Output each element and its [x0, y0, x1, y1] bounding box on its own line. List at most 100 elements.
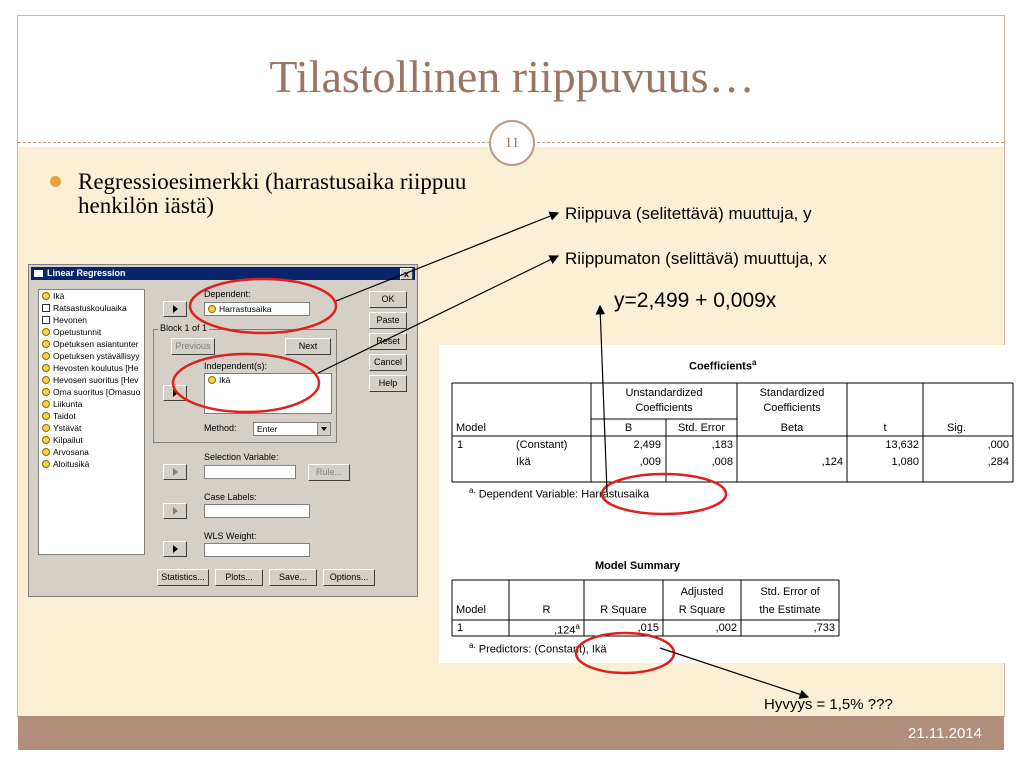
variable-item[interactable]: Hevosten koulutus [He	[39, 362, 144, 374]
slide-date: 21.11.2014	[908, 725, 982, 742]
statistics-button[interactable]: Statistics...	[157, 569, 209, 586]
coef-cell-t: 1,080	[891, 456, 919, 468]
coef-cell-b: 2,499	[633, 439, 661, 451]
independent-note: Riippumaton (selittävä) muuttuja, x	[565, 249, 827, 268]
variable-item[interactable]: Ratsastuskoulu​aika	[39, 302, 144, 314]
variable-item[interactable]: Hevosen suoritus [Hev	[39, 374, 144, 386]
variable-item[interactable]: Ystävät	[39, 422, 144, 434]
coef-cell-beta: ,124	[821, 456, 843, 468]
ms-cell-adj: ,002	[715, 622, 737, 634]
variable-label: Hevosen suoritus [Hev	[53, 375, 139, 385]
page-number-badge: 11	[489, 120, 535, 166]
coef-cell-b: ,009	[639, 456, 661, 468]
scale-variable-icon	[42, 424, 50, 432]
bullet-text: Regressioesimerkki (harrastusaika riippu…	[78, 169, 467, 218]
variable-item[interactable]: Taidot	[39, 410, 144, 422]
variable-item[interactable]: Kilpailut	[39, 434, 144, 446]
coef-cell-sig: ,284	[987, 456, 1009, 468]
plots-button[interactable]: Plots...	[215, 569, 263, 586]
variable-label: Hevosten koulutus [He	[53, 363, 139, 373]
wls-weight-field[interactable]	[204, 543, 310, 557]
move-to-wls-arrow-icon[interactable]	[163, 541, 187, 557]
dependent-field[interactable]: Harrastusaika	[204, 302, 310, 316]
ms-cell-model: 1	[457, 622, 464, 634]
coef-cell-se: ,183	[711, 439, 733, 451]
coef-header-beta: Beta	[780, 422, 804, 434]
scale-variable-icon	[42, 436, 50, 444]
scale-variable-icon	[42, 292, 50, 300]
dialog-titlebar: Linear Regression x	[31, 267, 415, 280]
ms-header-adj-2: R Square	[678, 604, 726, 616]
method-label: Method:	[204, 423, 237, 433]
coef-cell-t: 13,632	[885, 439, 919, 451]
coef-header-unstd-1: Unstandardized	[625, 387, 703, 399]
variable-item[interactable]: Opetuksen asiantunter	[39, 338, 144, 350]
variable-label: Opetuksen asiantunter	[53, 339, 139, 349]
move-to-independent-arrow-icon[interactable]	[163, 385, 187, 401]
method-value: Enter	[257, 424, 278, 434]
paste-button[interactable]: Paste	[369, 312, 407, 329]
coef-header-t: t	[883, 422, 887, 434]
slide-title: Tilastollinen riippuvuus…	[269, 51, 755, 102]
cancel-button[interactable]: Cancel	[369, 354, 407, 371]
ok-button[interactable]: OK	[369, 291, 407, 308]
nominal-variable-icon	[42, 316, 50, 324]
scale-variable-icon	[208, 305, 216, 313]
variable-item[interactable]: Opetustunnit	[39, 326, 144, 338]
variable-item[interactable]: Aloitusikä	[39, 458, 144, 470]
model-summary-footnote: a. Predictors: (Constant), Ikä	[469, 641, 607, 656]
next-button[interactable]: Next	[285, 338, 331, 355]
variable-item[interactable]: Opetuksen ystävällisyy	[39, 350, 144, 362]
dependent-note: Riippuva (selitettävä) muuttuja, y	[565, 204, 812, 223]
spss-output-panel: Coefficientsa	[439, 345, 1024, 663]
variable-label: Ratsastuskoulu​aika	[53, 303, 127, 313]
variable-label: Oma suoritus [Omasuo	[53, 387, 141, 397]
scale-variable-icon	[42, 352, 50, 360]
page-number: 11	[504, 135, 520, 151]
variable-label: Aloitusikä	[53, 459, 90, 469]
scale-variable-icon	[42, 340, 50, 348]
variable-item[interactable]: Hevonen	[39, 314, 144, 326]
independent-label: Independent(s):	[204, 361, 268, 371]
ms-cell-r2: ,015	[637, 622, 659, 634]
move-to-dependent-arrow-icon[interactable]	[163, 301, 187, 317]
coef-header-std-1: Standardized	[759, 387, 825, 399]
scale-variable-icon	[42, 412, 50, 420]
move-to-selection-arrow-icon[interactable]	[163, 464, 187, 480]
variable-item[interactable]: Arvosana	[39, 446, 144, 458]
independent-value: Ikä	[219, 375, 231, 385]
variable-item[interactable]: Oma suoritus [Omasuo	[39, 386, 144, 398]
coef-cell-model: 1	[457, 439, 464, 451]
scale-variable-icon	[42, 460, 50, 468]
variable-label: Ystävät	[53, 423, 82, 433]
selection-variable-field[interactable]	[204, 465, 296, 479]
variable-item[interactable]: Ikä	[39, 290, 144, 302]
scale-variable-icon	[42, 376, 50, 384]
method-select[interactable]: Enter	[253, 422, 331, 436]
move-to-case-labels-arrow-icon[interactable]	[163, 503, 187, 519]
nominal-variable-icon	[42, 304, 50, 312]
ms-cell-r: ,124a	[554, 622, 580, 637]
independent-list[interactable]: Ikä	[204, 373, 332, 414]
coefficients-footnote: a. Dependent Variable: Harrastusaika	[469, 486, 650, 501]
scale-variable-icon	[42, 388, 50, 396]
coef-cell-se: ,008	[711, 456, 733, 468]
bullet-icon	[50, 176, 61, 187]
close-icon[interactable]: x	[400, 268, 413, 280]
help-button[interactable]: Help	[369, 375, 407, 392]
coef-header-b: B	[624, 422, 633, 434]
options-button[interactable]: Options...	[323, 569, 375, 586]
previous-button[interactable]: Previous	[171, 338, 215, 355]
rule-button[interactable]: Rule...	[308, 464, 350, 481]
coefficients-title: Coefficientsa	[689, 358, 757, 373]
variable-item[interactable]: Liikunta	[39, 398, 144, 410]
case-labels-field[interactable]	[204, 504, 310, 518]
save-button[interactable]: Save...	[269, 569, 317, 586]
reset-button[interactable]: Reset	[369, 333, 407, 350]
variable-label: Hevonen	[53, 315, 88, 325]
variable-label: Liikunta	[53, 399, 83, 409]
footer-bar: 21.11.2014	[18, 716, 1004, 750]
scale-variable-icon	[208, 376, 216, 384]
